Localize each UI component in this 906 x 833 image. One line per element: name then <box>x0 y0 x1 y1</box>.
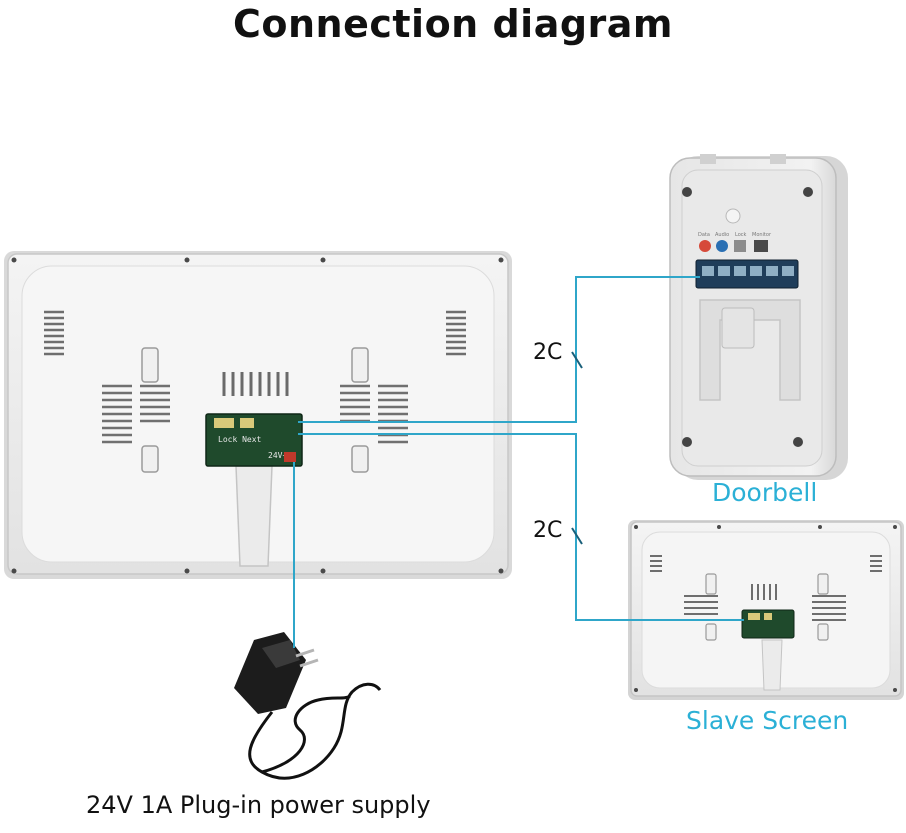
wire-main-to-slave <box>298 433 744 621</box>
doorbell-hole <box>725 208 741 224</box>
connection-wires <box>293 276 744 648</box>
doorbell-tag-data: Data <box>698 232 710 238</box>
slave-screen-label: Slave Screen <box>686 706 849 735</box>
main-monitor: Lock Next 24V+ - <box>4 251 512 579</box>
main-monitor-screws <box>11 257 504 574</box>
doorbell-unit: Data Audio Lock Monitor <box>669 154 848 480</box>
doorbell-terminal-tags: Data Audio Lock Monitor <box>698 232 772 238</box>
main-monitor-side-vents <box>44 310 466 356</box>
main-board-text-1: Lock Next <box>218 435 262 444</box>
doorbell-terminal-icons <box>699 240 768 252</box>
wire-main-to-doorbell <box>298 276 700 423</box>
slave-screws <box>634 525 897 692</box>
doorbell-tag-monitor: Monitor <box>752 232 772 238</box>
slave-screen <box>628 520 904 700</box>
diagram-title: Connection diagram <box>232 2 674 46</box>
power-supply-label: 24V 1A Plug-in power supply <box>86 791 431 819</box>
main-monitor-top-vents <box>222 372 289 396</box>
wire-label-slave: 2C <box>533 518 563 543</box>
power-adapter <box>234 632 382 780</box>
doorbell-tag-audio: Audio <box>715 232 729 238</box>
wire-label-doorbell: 2C <box>533 340 563 365</box>
main-monitor-stand <box>235 465 273 567</box>
doorbell-screws <box>682 187 813 447</box>
main-monitor-mount-slots <box>141 347 369 473</box>
wire-tick-marks <box>571 351 583 545</box>
doorbell-mount-plate <box>721 307 755 349</box>
doorbell-tag-lock: Lock <box>735 232 747 238</box>
main-board-text-2: 24V+ - <box>268 451 297 460</box>
main-monitor-circuit-board: Lock Next 24V+ - <box>205 413 303 467</box>
doorbell-label: Doorbell <box>712 478 818 507</box>
slave-stand <box>761 639 783 691</box>
doorbell-terminal-screws <box>702 266 794 276</box>
